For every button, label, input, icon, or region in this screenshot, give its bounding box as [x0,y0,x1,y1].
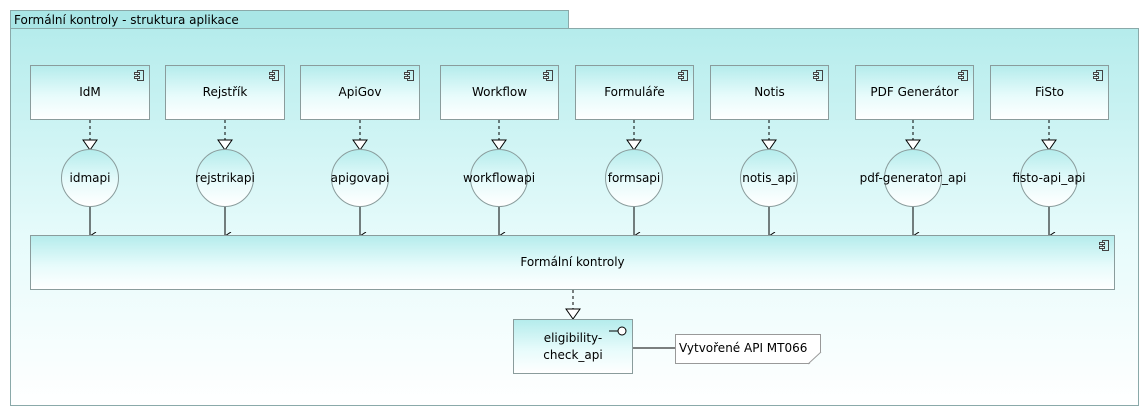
component-rejstrik[interactable]: Rejstřík [165,65,285,120]
interface-label: idmapi [69,171,111,185]
component-pdf-generator[interactable]: PDF Generátor [855,65,974,120]
interface-label: notis_api [742,171,796,185]
realization-apigov [352,120,368,151]
interface-formsapi[interactable] [605,149,663,207]
interface-rejstrikapi[interactable] [196,149,254,207]
component-label: Workflow [471,85,528,100]
interface-notis-api[interactable] [740,149,798,207]
component-icon [543,70,553,81]
component-label: Formální kontroly [520,255,625,270]
component-label: IdM [79,85,101,100]
interface-fisto-api-api[interactable] [1020,149,1078,207]
component-icon [1099,240,1109,251]
component-formalni-kontroly[interactable]: Formální kontroly [30,235,1115,290]
note-box [675,334,821,364]
interface-label: formsapi [607,171,661,185]
component-icon [269,70,279,81]
interface-apigovapi[interactable] [331,149,389,207]
component-icon [404,70,414,81]
component-formulare[interactable]: Formuláře [575,65,694,120]
component-idm[interactable]: IdM [30,65,150,120]
component-icon [958,70,968,81]
note-fold-icon [808,352,822,365]
component-workflow[interactable]: Workflow [440,65,559,120]
component-label: Rejstřík [202,85,248,100]
interface-label: apigovapi [330,171,390,185]
interface-idmapi[interactable] [61,149,119,207]
realization-rejstrik [217,120,233,151]
label-line-2: check_api [543,347,603,362]
component-icon [813,70,823,81]
component-label: Formuláře [604,85,665,100]
realization-formulare [626,120,642,151]
component-icon [678,70,688,81]
interface-label: fisto-api_api [1012,171,1086,185]
realization-notis [761,120,777,151]
frame-title: Formální kontroly - struktura aplikace [14,13,239,27]
interface-workflowapi[interactable] [470,149,528,207]
realization-idm [82,120,98,151]
component-apigov[interactable]: ApiGov [300,65,420,120]
component-label: PDF Generátor [870,85,959,100]
component-label: ApiGov [338,85,382,100]
interface-eligibility-check-api[interactable]: eligibility- check_api [513,319,633,374]
realization-fisto [1041,120,1057,151]
note-text: Vytvořené API MT066 [679,341,808,355]
interface-label: pdf-generator_api [859,171,967,185]
component-label: Notis [754,85,785,100]
component-label: FiSto [1034,85,1065,100]
component-fisto[interactable]: FiSto [990,65,1109,120]
label-line-1: eligibility- [543,331,603,346]
component-icon [134,70,144,81]
realization-workflow [491,120,507,151]
component-icon [1093,70,1103,81]
realization-eligibility [565,290,581,320]
interface-label: workflowapi [462,171,536,185]
interface-pdf-generator-api[interactable] [884,149,942,207]
realization-pdf [905,120,921,151]
interface-box-label: eligibility- check_api [543,330,602,362]
lollipop-icon [609,326,627,336]
interface-label: rejstrikapi [195,171,255,185]
component-notis[interactable]: Notis [710,65,829,120]
